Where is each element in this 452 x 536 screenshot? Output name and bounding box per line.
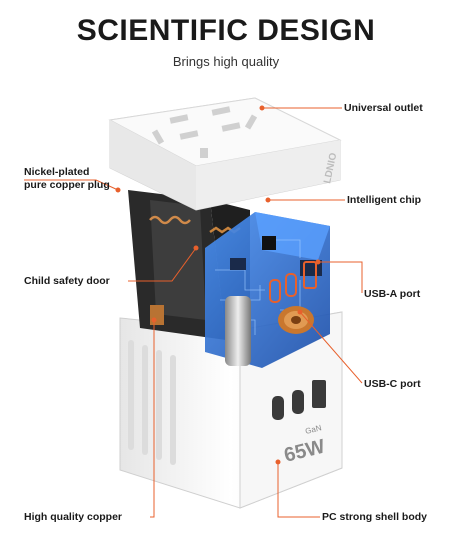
callout-high-quality-copper: High quality copper bbox=[24, 511, 123, 523]
capacitor bbox=[225, 296, 251, 366]
callout-copper-plug: Nickel-plated pure copper plug bbox=[24, 166, 110, 192]
callout-intelligent-chip: Intelligent chip bbox=[347, 194, 422, 206]
callout-lines bbox=[24, 105, 363, 518]
intelligent-chip-icon bbox=[262, 236, 276, 250]
universal-outlet-cap bbox=[108, 97, 342, 211]
shell-body bbox=[119, 311, 343, 509]
callout-copper-plug-line1: Nickel-plated bbox=[24, 166, 90, 178]
usb-c-port-2 bbox=[292, 390, 304, 414]
callout-universal-outlet: Universal outlet bbox=[344, 102, 423, 114]
callout-child-safety-door: Child safety door bbox=[24, 275, 110, 287]
callout-usb-a-port: USB-A port bbox=[364, 288, 421, 300]
callout-usb-c-port: USB-C port bbox=[364, 378, 421, 390]
circuit-board bbox=[205, 212, 330, 368]
power-tech-mark: GaN bbox=[304, 423, 322, 436]
page-subtitle: Brings high quality bbox=[172, 54, 280, 69]
usb-c-port-1 bbox=[272, 396, 284, 420]
usb-a-port bbox=[312, 380, 326, 408]
callout-pc-shell: PC strong shell body bbox=[322, 511, 428, 523]
callout-copper-plug-line2: pure copper plug bbox=[24, 179, 110, 191]
ports bbox=[272, 380, 326, 420]
page-title: SCIENTIFIC DESIGN bbox=[76, 14, 376, 47]
